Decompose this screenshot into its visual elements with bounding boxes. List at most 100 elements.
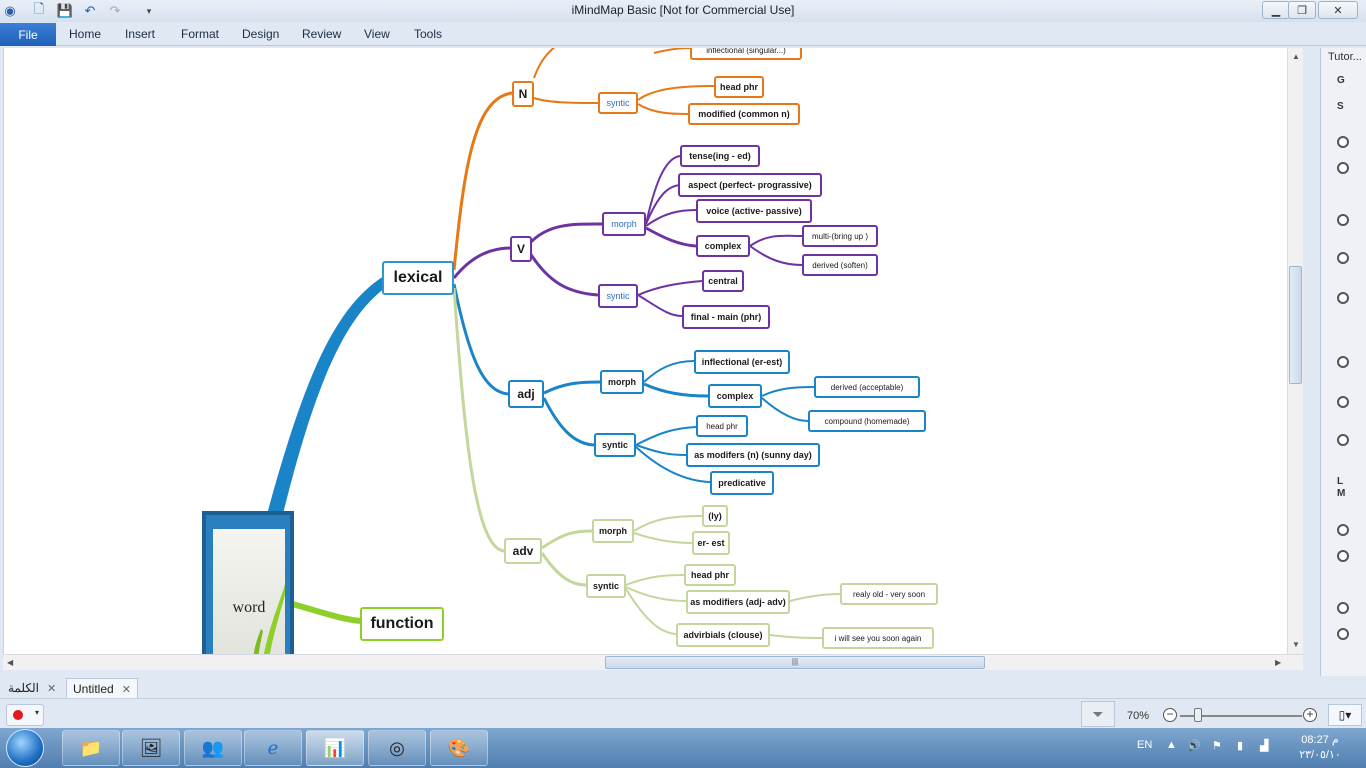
vertical-scrollbar[interactable]: ▲ ▼ — [1287, 48, 1303, 654]
customize-toolbar-icon[interactable]: ▾ — [146, 5, 152, 16]
node-v-aspect[interactable]: aspect (perfect- prograssive) — [678, 173, 822, 197]
node-function[interactable]: function — [360, 607, 444, 641]
panel-radio-11[interactable] — [1337, 602, 1349, 614]
node-v-final[interactable]: final - main (phr) — [682, 305, 770, 329]
redo-icon[interactable]: ↷ — [109, 3, 121, 18]
filter-icon[interactable]: ⏷ — [1081, 701, 1115, 727]
node-adj-inflectional[interactable]: inflectional (er-est) — [694, 350, 790, 374]
tab-design[interactable]: Design — [242, 27, 280, 41]
panel-radio-7[interactable] — [1337, 396, 1349, 408]
vertical-scroll-thumb[interactable] — [1289, 266, 1302, 384]
tab-home[interactable]: Home — [69, 27, 102, 41]
node-v-syntic[interactable]: syntic — [598, 284, 638, 308]
node-adj-compound[interactable]: compound (homemade) — [808, 410, 926, 432]
node-adv-will-see[interactable]: i will see you soon again — [822, 627, 934, 649]
scroll-left-icon[interactable]: ◀ — [7, 658, 14, 667]
tab-view[interactable]: View — [364, 27, 390, 41]
tab-insert[interactable]: Insert — [125, 27, 156, 41]
node-v-complex[interactable]: complex — [696, 235, 750, 257]
powerpoint-icon[interactable]: 📊 — [306, 730, 364, 766]
panel-radio-4[interactable] — [1337, 252, 1349, 264]
node-adv-syntic[interactable]: syntic — [586, 574, 626, 598]
tab-review[interactable]: Review — [302, 27, 342, 41]
undo-icon[interactable]: ↶ — [84, 3, 96, 18]
media-icon[interactable]: 🖼 — [122, 730, 180, 766]
zoom-in-icon[interactable]: + — [1303, 708, 1317, 722]
network-icon[interactable]: ▟ — [1260, 740, 1269, 752]
start-button[interactable] — [6, 729, 44, 767]
node-n-head-phr[interactable]: head phr — [714, 76, 764, 98]
node-adj-complex[interactable]: complex — [708, 384, 762, 408]
panel-radio-12[interactable] — [1337, 628, 1349, 640]
minimize-button[interactable]: ▁ — [1262, 1, 1290, 19]
record-button[interactable]: ▾ — [6, 704, 44, 726]
node-adj-syntic[interactable]: syntic — [594, 433, 636, 457]
panel-radio-2[interactable] — [1337, 162, 1349, 174]
horizontal-scrollbar[interactable]: ◀ ||| ▶ — [3, 654, 1303, 670]
tab-tools[interactable]: Tools — [414, 27, 443, 41]
scroll-up-icon[interactable]: ▲ — [1292, 52, 1300, 61]
tutor-panel-title[interactable]: Tutor... — [1328, 51, 1362, 63]
node-adj-derived[interactable]: derived (acceptable) — [814, 376, 920, 398]
show-hidden-icons-icon[interactable]: ▲ — [1166, 739, 1177, 751]
central-node[interactable]: word — [202, 511, 294, 654]
panel-radio-1[interactable] — [1337, 136, 1349, 148]
node-adj-head-phr[interactable]: head phr — [696, 415, 748, 437]
node-adj-as-modifiers[interactable]: as modifers (n) (sunny day) — [686, 443, 820, 467]
paint-icon[interactable]: 🎨 — [430, 730, 488, 766]
node-v-derived[interactable]: derived (soften) — [802, 254, 878, 276]
layout-toggle-icon[interactable]: ▯▾ — [1328, 704, 1362, 726]
users-icon[interactable]: 👥 — [184, 730, 242, 766]
node-adj-predicative[interactable]: predicative — [710, 471, 774, 495]
new-document-icon[interactable]: 🗋 — [33, 1, 45, 16]
maximize-button[interactable]: ❐ — [1288, 1, 1316, 19]
imindmap-icon[interactable]: ◎ — [368, 730, 426, 766]
panel-radio-10[interactable] — [1337, 550, 1349, 562]
action-center-icon[interactable]: ⚑ — [1212, 740, 1222, 752]
explorer-icon[interactable]: 📁 — [62, 730, 120, 766]
node-n[interactable]: N — [512, 81, 534, 107]
node-adv-head-phr[interactable]: head phr — [684, 564, 736, 586]
node-lexical[interactable]: lexical — [382, 261, 454, 295]
node-adv[interactable]: adv — [504, 538, 542, 564]
node-v-morph[interactable]: morph — [602, 212, 646, 236]
tab-format[interactable]: Format — [181, 27, 220, 41]
node-n-modified[interactable]: modified (common n) — [688, 103, 800, 125]
node-v-voice[interactable]: voice (active- passive) — [696, 199, 812, 223]
node-v-central[interactable]: central — [702, 270, 744, 292]
node-n-syntic[interactable]: syntic — [598, 92, 638, 114]
scroll-down-icon[interactable]: ▼ — [1292, 640, 1300, 649]
node-adv-morph[interactable]: morph — [592, 519, 634, 543]
battery-icon[interactable]: ▮ — [1237, 740, 1244, 752]
zoom-slider[interactable] — [1180, 715, 1302, 717]
internet-explorer-icon[interactable]: ℯ — [244, 730, 302, 766]
language-indicator[interactable]: EN — [1137, 739, 1153, 751]
volume-icon[interactable]: 🔊 — [1187, 740, 1201, 752]
node-adv-really[interactable]: realy old - very soon — [840, 583, 938, 605]
doc-tab-kalima[interactable]: الكلمة✕ — [2, 678, 62, 698]
node-adj-morph[interactable]: morph — [600, 370, 644, 394]
node-n-inflectional[interactable]: inflectional (singular...) — [690, 48, 802, 60]
panel-radio-9[interactable] — [1337, 524, 1349, 536]
node-adv-adverbials[interactable]: advirbials (clouse) — [676, 623, 770, 647]
node-adv-ly[interactable]: (ly) — [702, 505, 728, 527]
node-v[interactable]: V — [510, 236, 532, 262]
app-logo-icon[interactable]: ◉ — [4, 3, 16, 18]
node-adj[interactable]: adj — [508, 380, 544, 408]
doc-tab-untitled[interactable]: Untitled✕ — [66, 678, 138, 698]
node-v-tense[interactable]: tense(ing - ed) — [680, 145, 760, 167]
close-tab-icon[interactable]: ✕ — [46, 683, 57, 695]
close-button[interactable]: ✕ — [1318, 1, 1358, 19]
close-tab-icon[interactable]: ✕ — [121, 684, 131, 696]
scroll-right-icon[interactable]: ▶ — [1275, 658, 1282, 667]
panel-radio-6[interactable] — [1337, 356, 1349, 368]
mindmap-canvas[interactable]: inflectional (singular...) N syntic head… — [3, 48, 1287, 654]
panel-radio-8[interactable] — [1337, 434, 1349, 446]
zoom-out-icon[interactable]: − — [1163, 708, 1177, 722]
save-icon[interactable]: 💾 — [56, 3, 74, 18]
node-v-multi[interactable]: multi-(bring up ) — [802, 225, 878, 247]
horizontal-scroll-thumb[interactable]: ||| — [605, 656, 985, 669]
file-tab[interactable]: File — [0, 23, 56, 46]
node-adv-as-modifiers[interactable]: as modifiers (adj- adv) — [686, 590, 790, 614]
panel-radio-5[interactable] — [1337, 292, 1349, 304]
